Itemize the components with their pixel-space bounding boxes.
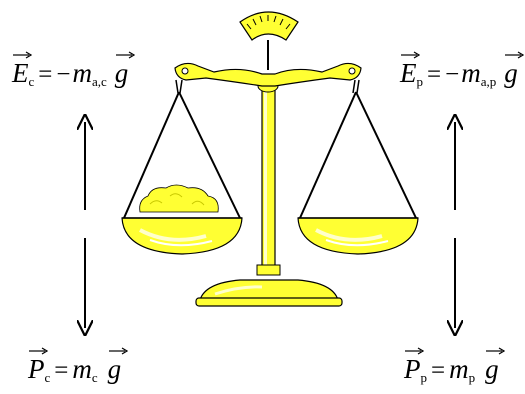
vector-arrow-icon [405, 347, 424, 355]
buoyancy-right-equation: Ep=−ma,p g [400, 51, 525, 88]
buoyancy-left-equation: Ec=−ma,c g [12, 51, 135, 88]
vector-g-right-top: g [504, 51, 525, 87]
vector-arrow-icon [115, 51, 135, 59]
vector-P-left: P [28, 347, 48, 383]
balance-base [195, 279, 343, 307]
right-pan [297, 91, 419, 255]
vector-g-left-bottom: g [108, 347, 128, 383]
left-pan [121, 91, 243, 255]
vector-arrow-icon [108, 347, 128, 355]
vector-g-left-top: g [115, 51, 135, 87]
balance-column [256, 79, 281, 276]
vector-arrow-icon [29, 347, 48, 355]
balance-beam [174, 62, 362, 94]
vector-arrow-icon [13, 51, 32, 59]
vector-E-left: E [12, 51, 32, 87]
vector-P-right: P [404, 347, 424, 383]
vector-E-right: E [400, 51, 420, 87]
dial-icon [239, 11, 299, 70]
vector-arrow-icon [486, 347, 506, 355]
powder-pile [139, 184, 219, 213]
weight-left-equation: Pc=mc g [28, 347, 128, 384]
vector-arrow-icon [401, 51, 420, 59]
vector-g-right-bottom: g [485, 347, 506, 383]
weight-right-equation: Pp=mp g [404, 347, 506, 384]
vector-arrow-icon [505, 51, 525, 59]
